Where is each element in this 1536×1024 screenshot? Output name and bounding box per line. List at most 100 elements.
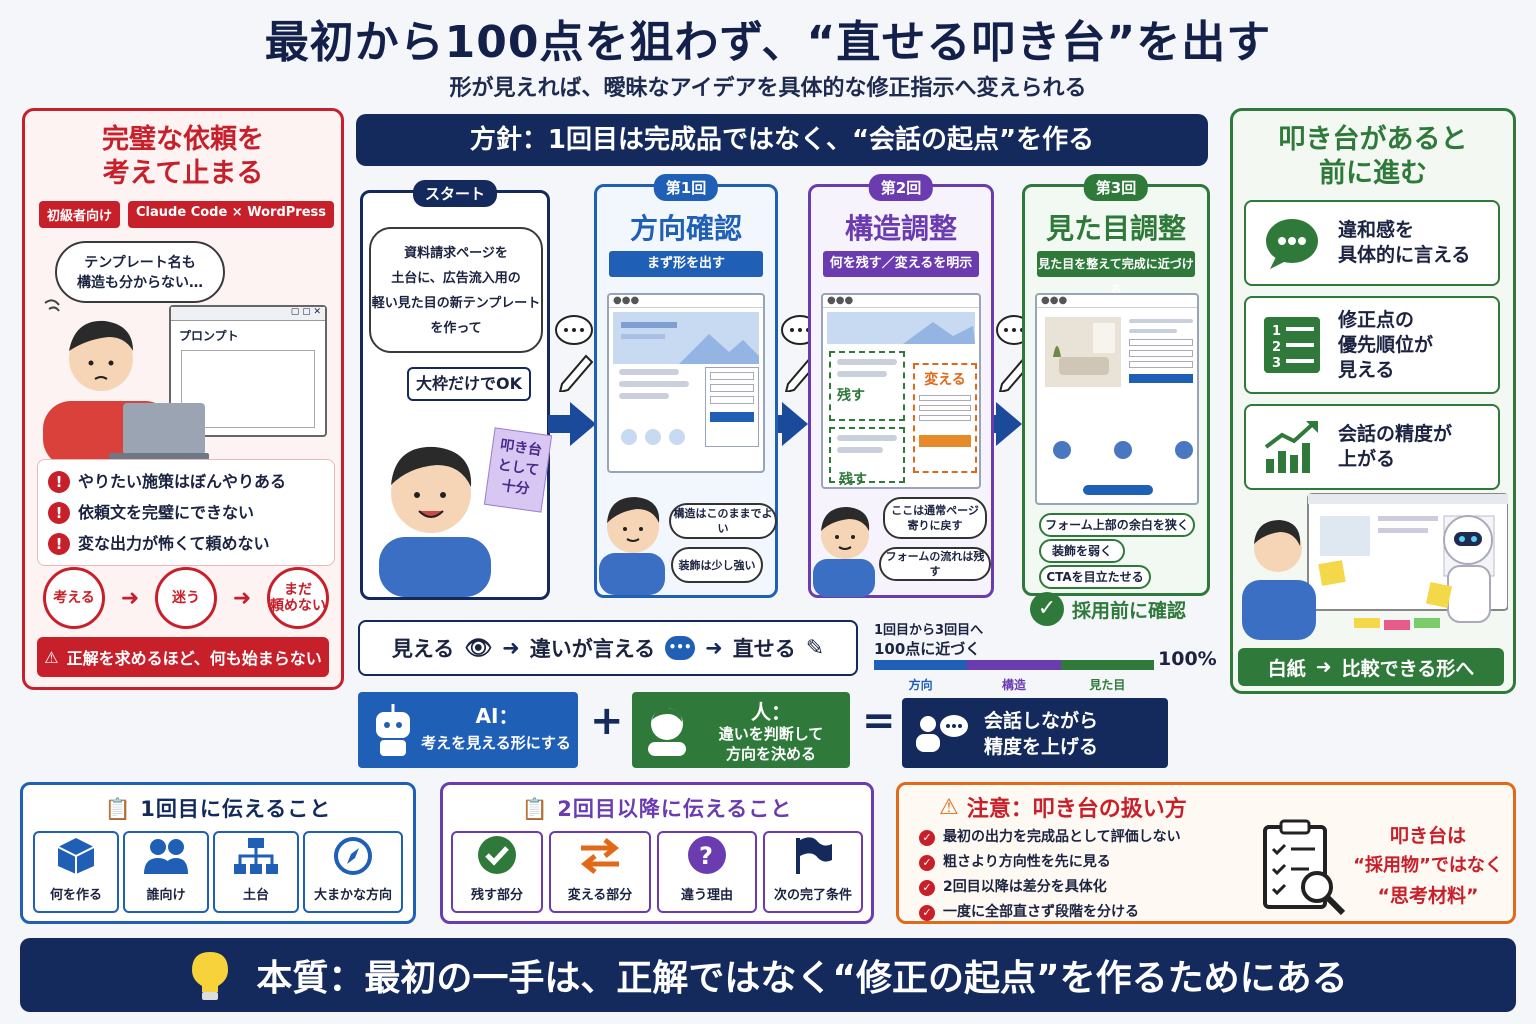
window-controls-icon: ▢ ▢ ✕ [171, 307, 325, 321]
thought-line1: テンプレート名も [84, 255, 196, 271]
question-icon: ? [688, 836, 726, 874]
benefit-item: 会話の精度が上がる [1244, 404, 1500, 490]
page-subtitle: 形が見えれば、曖昧なアイデアを具体的な修正指示へ変えられる [449, 76, 1087, 101]
adjustment-pill: CTAを目立たせる [1039, 565, 1151, 589]
thought-line2: 構造も分からない… [77, 275, 203, 291]
progress-percent: 100% [1158, 648, 1217, 670]
keep-region: 残す [829, 351, 905, 421]
tool-tag: Claude Code × WordPress [128, 201, 334, 228]
eye-icon: 👁 [464, 635, 493, 661]
problem-title-line1: 完璧な依頼を [102, 124, 264, 155]
page-title: 最初から100点を狙わず、“直せる叩き台”を出す [264, 17, 1272, 68]
start-badge: スタート [412, 180, 498, 207]
chat-edit-icon [555, 315, 594, 392]
growth-chart-icon [1264, 421, 1318, 473]
comment-bubble: フォームの流れは残す [879, 547, 991, 581]
check-icon: ✓ [919, 854, 935, 871]
step3-badge: 第3回 [1083, 174, 1149, 201]
flow-see: 見える [391, 637, 455, 661]
arrow-right-icon: ➜ [120, 585, 140, 611]
step2-pill: 何を残す／変えるを明示 [823, 251, 979, 277]
caution-item: ✓最初の出力を完成品として評価しない [919, 825, 1181, 850]
step2-badge: 第2回 [868, 174, 934, 201]
plus-sign: + [590, 698, 624, 744]
progress-label: 1回目から3回目へ 100点に近づく [874, 623, 984, 658]
problem-panel: 完璧な依頼を 考えて止まる 初級者向け Claude Code × WordPr… [22, 108, 344, 690]
problem-title-line2: 考えて止まる [102, 158, 264, 189]
result-text: 会話しながら 精度を上げる [984, 710, 1099, 758]
step3-title: 見た目調整 [1045, 212, 1186, 245]
checklist-magnifier-icon [1263, 819, 1346, 915]
keep-label: 残す [839, 472, 867, 488]
ok-badge: 大枠だけでOK [407, 367, 531, 401]
progress-segment-labels: 方向 構造 見た目 [908, 678, 1126, 692]
benefit-title-line2: 前に進む [1319, 158, 1427, 189]
flag-icon [796, 837, 832, 874]
result-box: 会話しながら 精度を上げる [902, 698, 1168, 768]
benefit-item: 1 2 3 修正点の優先順位が見える [1244, 296, 1500, 394]
svg-text:?: ? [699, 842, 713, 870]
comment-bubble: 装飾は少し強い [671, 547, 763, 583]
caution-item: ✓一度に全部直さず段階を分ける [919, 900, 1181, 925]
warning-icon: ⚠ [939, 794, 959, 820]
sticky-note: 叩き台 として 十分 [483, 427, 553, 513]
reviewer-person-icon [599, 497, 665, 595]
comment-bubble: 構造はこのままでよい [669, 503, 777, 539]
equals-sign: = [862, 698, 896, 744]
check-icon: ✓ [919, 829, 935, 846]
compass-icon [334, 837, 372, 875]
room-photo-icon [1045, 317, 1121, 387]
blank-to-compare-bar: 白紙 ➜ 比較できる形へ [1238, 648, 1504, 686]
step2-title: 構造調整 [844, 212, 957, 245]
issue-list: !やりたい施策はぼんやりある !依頼文を完璧にできない !変な出力が怖くて頼めな… [37, 459, 335, 566]
conversation-icon [916, 715, 968, 752]
hero-image-icon [613, 312, 759, 364]
users-icon [144, 839, 188, 874]
adjustment-pill: 装飾を弱く [1039, 539, 1125, 563]
polished-mockup: ●●● [1035, 293, 1199, 505]
flow-diff: 違いが言える [529, 637, 656, 661]
first-time-item: 何を作る [33, 831, 119, 913]
chat-bubble-icon [1266, 219, 1318, 269]
adjustment-pill: フォーム上部の余白を狭く [1039, 513, 1195, 537]
human-role-box: 人： 違いを判断して 方向を決める [632, 692, 850, 768]
flow-fix: 直せる [732, 637, 796, 661]
start-card: スタート 資料請求ページを 土台に、広告流入用の 軽い見た目の新テンプレート を… [360, 180, 553, 600]
clipboard-icon: 📋 [521, 797, 549, 821]
benefit-title-line1: 叩き台があると [1278, 124, 1468, 155]
svg-text:2: 2 [1272, 340, 1281, 355]
svg-text:1: 1 [1272, 324, 1281, 339]
check-icon: ✓ [919, 879, 935, 896]
human-desc: 違いを判断して 方向を決める [718, 725, 824, 763]
check-circle-icon [478, 836, 516, 874]
first-time-item: 土台 [213, 831, 299, 913]
second-time-title: 📋 2回目以降に伝えること [521, 797, 793, 821]
comment-bubble: ここは通常ページ 寄りに戻す [883, 497, 987, 539]
prompt-label: プロンプト [179, 329, 239, 343]
lightbulb-icon [192, 952, 229, 1000]
draft-mockup: ●●● [607, 293, 765, 473]
second-time-item: 変える部分 [549, 831, 651, 913]
issue-item: !依頼文を完璧にできない [48, 497, 324, 528]
person-icon [648, 707, 686, 756]
check-circle-icon: ✓ [1030, 592, 1064, 626]
feature-icon [1114, 441, 1132, 459]
cube-icon [57, 838, 95, 874]
first-time-box: 📋 1回目に伝えること 何を作る 誰向け 土台 大まかな方向 [20, 782, 416, 924]
caution-note: 叩き台は “採用物”ではなく “思考材料” [1353, 825, 1503, 907]
first-time-item: 誰向け [123, 831, 209, 913]
smiling-person-icon [379, 446, 491, 597]
thought-bubble: テンプレート名も 構造も分からない… [55, 241, 225, 303]
second-time-item: ? 違う理由 [657, 831, 757, 913]
reviewer-person-icon [813, 507, 875, 597]
step3-pill: 見た目を整えて完成に近づける [1037, 251, 1195, 297]
pencil-icon: ✎ [805, 635, 825, 661]
second-time-item: 残す部分 [451, 831, 543, 913]
step1-pill: まず形を出す [609, 251, 763, 277]
second-time-box: 📋 2回目以降に伝えること 残す部分 変える部分 ? 違う理由 次の完了条件 [440, 782, 874, 924]
step1-title: 方向確認 [629, 212, 742, 245]
ai-role-box: AI： 考えを見える形にする [358, 692, 578, 768]
arrow-right-icon: ➜ [232, 585, 252, 611]
essence-footer: 本質：最初の一手は、正解ではなく“修正の起点”を作るためにある [20, 938, 1516, 1012]
stuck-cycle: 考える ➜ 迷う ➜ まだ頼めない [43, 567, 329, 629]
